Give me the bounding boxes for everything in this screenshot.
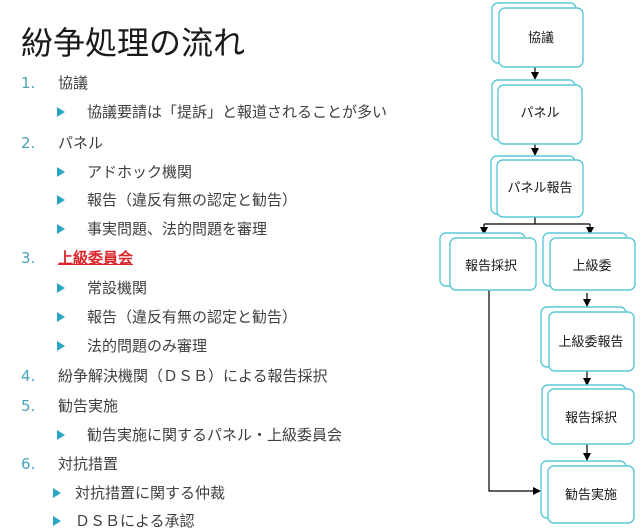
- outline-subtext: ＤＳＢによる承認: [75, 512, 195, 530]
- flow-node-label: パネル: [520, 106, 559, 121]
- outline-subtext: 法的問題のみ審理: [87, 337, 208, 355]
- outline-text: 勧告実施: [58, 397, 119, 415]
- outline-subtext: 報告（違反有無の認定と勧告）: [87, 308, 298, 326]
- outline-subtext: 事実問題、法的問題を審理: [87, 220, 268, 238]
- triangle-bullet-icon: [57, 224, 65, 234]
- flow-node-label: 勧告実施: [565, 487, 617, 503]
- flow-node-label: 上級委報告: [558, 335, 623, 350]
- triangle-bullet-icon: [57, 341, 65, 351]
- outline-subtext: 報告（違反有無の認定と勧告）: [87, 191, 298, 209]
- triangle-bullet-icon: [57, 107, 65, 117]
- outline-number: 3.: [21, 249, 36, 267]
- flow-node-panel: パネル: [491, 79, 583, 145]
- flow-node-label: パネル報告: [507, 181, 572, 196]
- outline-subtext: アドホック機関: [87, 163, 193, 181]
- flow-node-label: 報告採択: [465, 259, 517, 274]
- flow-node-label: 協議: [528, 31, 554, 46]
- outline-subtext: 対抗措置に関する仲裁: [75, 484, 226, 502]
- outline-number: 2.: [21, 134, 36, 152]
- outline-number: 1.: [21, 74, 36, 92]
- triangle-bullet-icon: [57, 195, 65, 205]
- flow-node-appellate-report: 上級委報告: [540, 306, 635, 372]
- slide-title: 紛争処理の流れ: [21, 24, 246, 62]
- flow-node-label: 上級委: [572, 259, 611, 274]
- outline-text: 協議: [58, 74, 89, 92]
- flow-node-panel-report: パネル報告: [490, 155, 584, 218]
- flow-node-appellate: 上級委: [542, 232, 636, 291]
- flow-connectors: [480, 67, 594, 495]
- flow-node-report-adopt-right: 報告採択: [541, 384, 635, 445]
- arrow-left-to-implementation: [488, 289, 541, 495]
- outline-number: 6.: [21, 455, 36, 473]
- outline-text: 対抗措置: [58, 455, 119, 473]
- flow-node-implementation: 勧告実施: [540, 460, 635, 524]
- outline-number: 4.: [21, 367, 36, 385]
- flow-node-kyogi: 協議: [491, 2, 584, 68]
- outline-text: パネル: [58, 134, 104, 152]
- triangle-bullet-icon: [57, 167, 65, 177]
- outline-subtext: 協議要請は「提訴」と報道されることが多い: [87, 103, 388, 121]
- triangle-bullet-icon: [57, 283, 65, 293]
- triangle-bullet-icon: [57, 430, 65, 440]
- outline-number: 5.: [21, 397, 36, 415]
- outline-link-appellate-body[interactable]: 上級委員会: [58, 249, 134, 267]
- outline-text: 紛争解決機関（ＤＳＢ）による報告採択: [58, 367, 328, 385]
- flow-node-report-adopt-left: 報告採択: [439, 232, 537, 291]
- triangle-bullet-icon: [57, 312, 65, 322]
- outline-subtext: 勧告実施に関するパネル・上級委員会: [87, 426, 343, 444]
- triangle-bullet-icon: [53, 516, 61, 526]
- triangle-bullet-icon: [53, 488, 61, 498]
- outline-subtext: 常設機関: [87, 279, 148, 297]
- flow-node-label: 報告採択: [565, 411, 617, 426]
